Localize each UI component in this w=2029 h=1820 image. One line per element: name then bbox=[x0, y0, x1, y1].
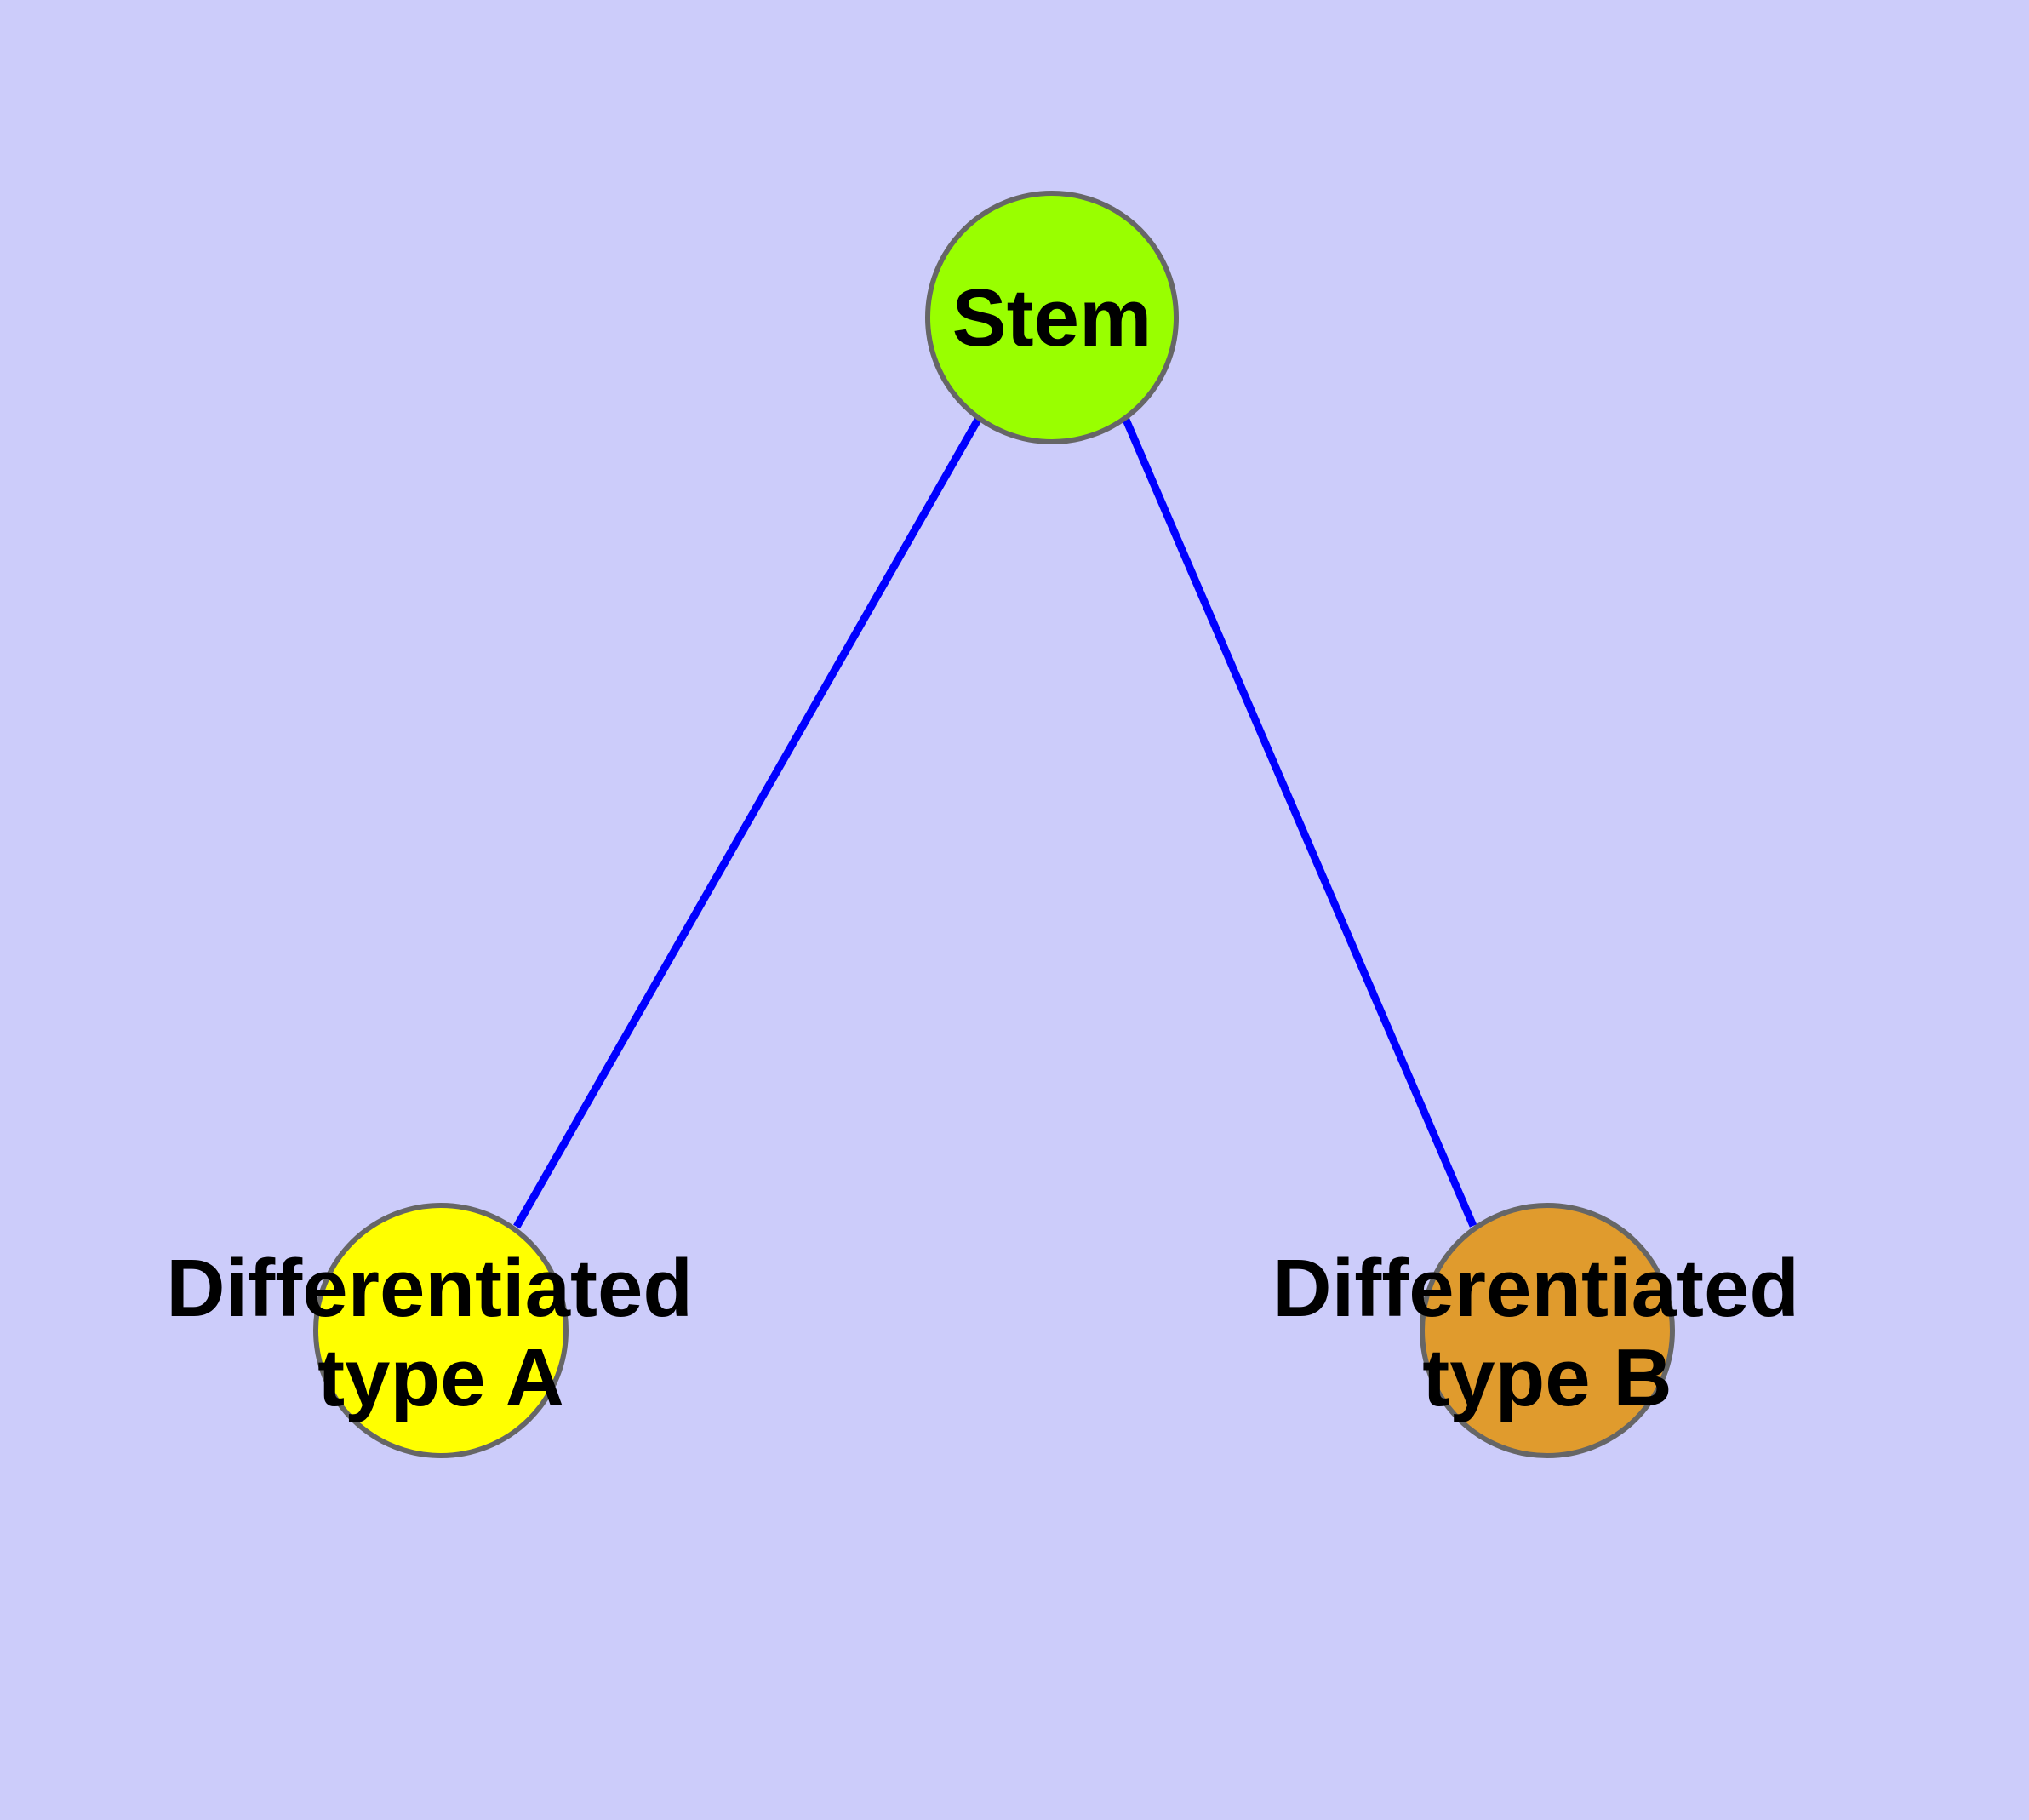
node-stem[interactable]: Stem bbox=[925, 191, 1179, 444]
node-diff-b-label: Differentiated type B bbox=[1272, 1243, 1821, 1423]
node-diff-b[interactable]: Differentiated type B bbox=[1272, 1203, 1821, 1458]
node-diff-a-label-line-1: Differentiated bbox=[166, 1243, 693, 1334]
node-stem-label-line-1: Stem bbox=[952, 272, 1152, 363]
edge-stem-to-diff-a bbox=[513, 417, 981, 1229]
node-diff-b-label-line-1: Differentiated bbox=[1272, 1243, 1799, 1334]
node-diff-b-circle[interactable] bbox=[1420, 1203, 1675, 1458]
node-diff-a-circle[interactable] bbox=[313, 1203, 569, 1458]
edge-stem-to-diff-b bbox=[1122, 418, 1477, 1228]
edge-group bbox=[513, 417, 1477, 1229]
node-stem-circle[interactable] bbox=[925, 191, 1179, 444]
node-diff-a-label: Differentiated type A bbox=[166, 1243, 715, 1423]
node-diff-b-label-line-2: type B bbox=[1422, 1332, 1672, 1423]
node-diff-a-label-line-2: type A bbox=[317, 1332, 564, 1423]
node-diff-a[interactable]: Differentiated type A bbox=[166, 1203, 715, 1458]
node-stem-label: Stem bbox=[952, 272, 1152, 363]
